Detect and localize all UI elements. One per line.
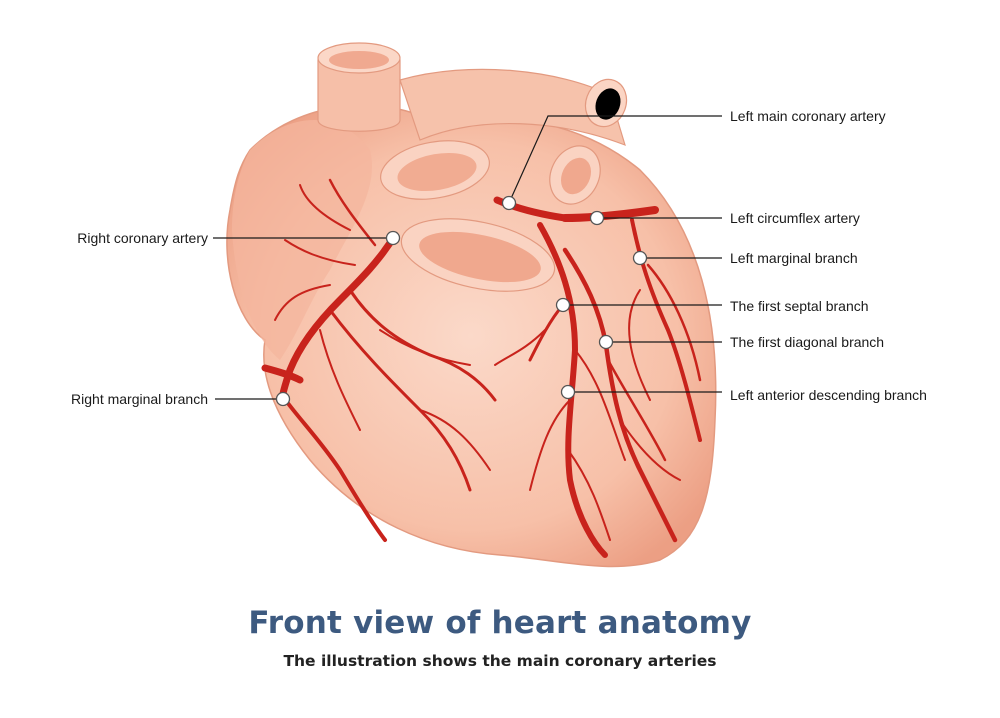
marker-first-diagonal <box>598 334 614 350</box>
left-circumflex-artery <box>561 206 659 222</box>
marker-left-main <box>501 195 517 211</box>
right-marginal-path <box>282 396 387 542</box>
label-first-diagonal-branch: The first diagonal branch <box>730 334 885 350</box>
marker-right-coronary <box>385 230 401 246</box>
label-left-circumflex-artery: Left circumflex artery <box>730 210 860 226</box>
first-diagonal-path <box>562 247 678 543</box>
label-right-coronary-artery: Right coronary artery <box>77 230 208 246</box>
diagram-title: Front view of heart anatomy <box>248 605 752 641</box>
superior-vena-cava <box>317 59 401 132</box>
right-atrium <box>232 120 372 360</box>
label-left-main-coronary-artery: Left main coronary artery <box>730 108 886 124</box>
label-right-marginal-branch: Right marginal branch <box>71 391 208 407</box>
right-coronary-path <box>278 231 399 404</box>
marker-first-septal <box>555 297 571 313</box>
marker-left-marginal <box>632 250 648 266</box>
marker-left-circumflex <box>589 210 605 226</box>
diagram-subtitle: The illustration shows the main coronary… <box>283 652 717 670</box>
label-left-marginal-branch: Left marginal branch <box>730 250 858 266</box>
coronary-arteries <box>261 178 702 558</box>
leader-lines <box>213 115 722 400</box>
marker-lad <box>560 384 576 400</box>
lad-path <box>537 222 608 558</box>
label-left-anterior-descending-branch: Left anterior descending branch <box>730 387 927 403</box>
marker-dots <box>275 195 648 407</box>
label-first-septal-branch: The first septal branch <box>730 298 869 314</box>
marker-right-marginal <box>275 391 291 407</box>
aortic-arch <box>399 68 626 146</box>
